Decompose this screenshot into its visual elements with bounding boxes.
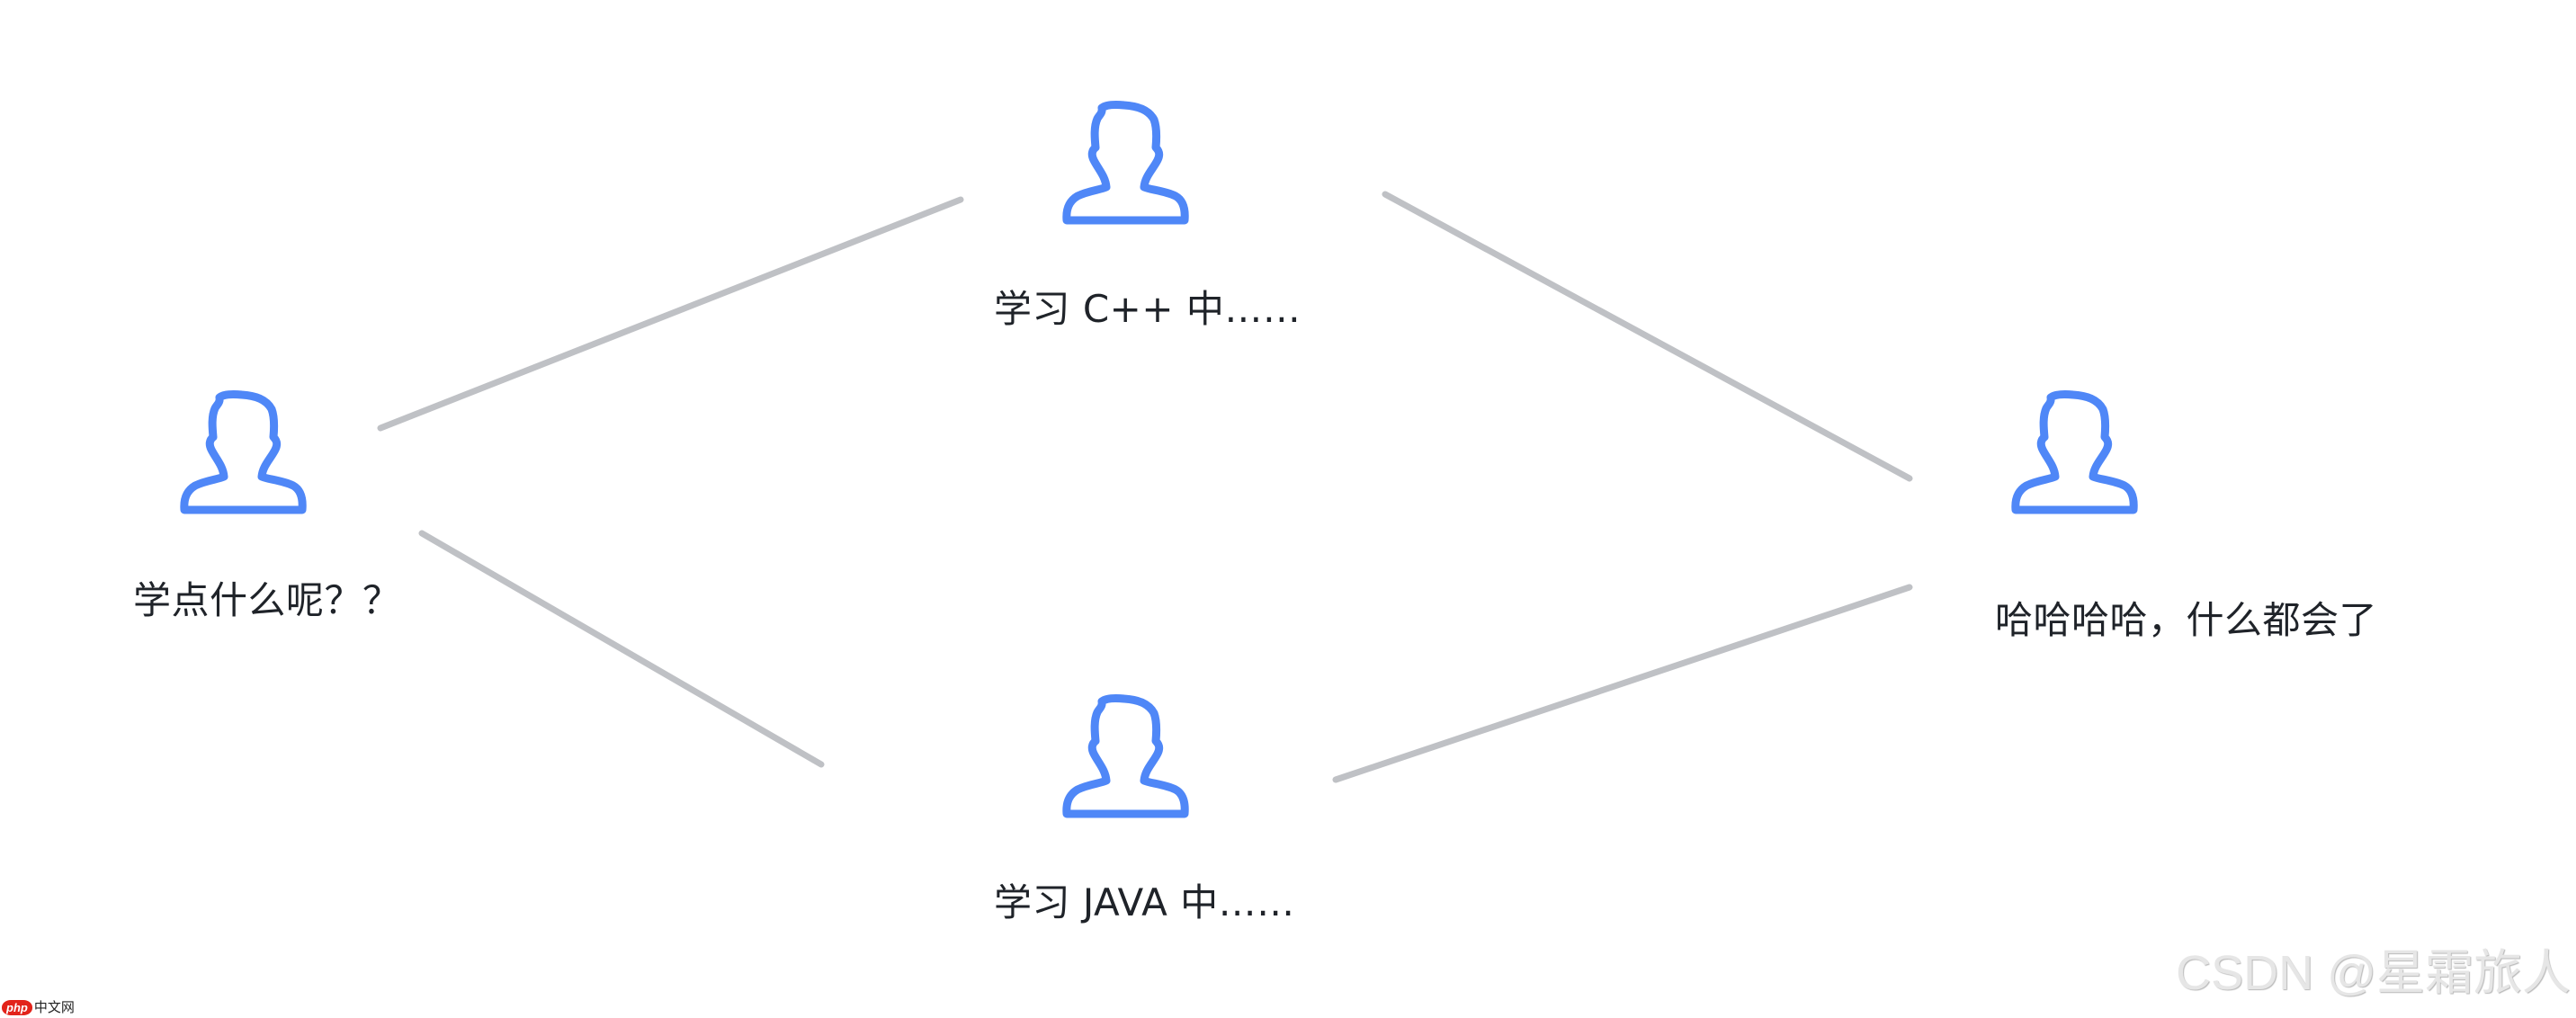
- node-label-end: 哈哈哈哈，什么都会了: [1995, 598, 2378, 642]
- person-icon: [2010, 387, 2138, 514]
- person-icon: [1061, 97, 1189, 225]
- edge-java-to-end: [1332, 584, 1913, 783]
- edge-cpp-to-end: [1382, 191, 1913, 482]
- node-label-cpp: 学习 C++ 中……: [994, 287, 1301, 331]
- php-logo-icon: php: [2, 999, 32, 1015]
- edge-start-to-cpp: [377, 196, 964, 432]
- node-label-java: 学习 JAVA 中……: [994, 880, 1295, 924]
- site-name: 中文网: [33, 999, 75, 1015]
- site-logo: php 中文网: [2, 998, 75, 1016]
- person-icon: [179, 387, 307, 514]
- person-icon: [1061, 691, 1189, 818]
- watermark: CSDN @星霜旅人: [2176, 946, 2571, 1000]
- node-label-start: 学点什么呢？？: [133, 578, 401, 622]
- edge-start-to-java: [418, 530, 825, 768]
